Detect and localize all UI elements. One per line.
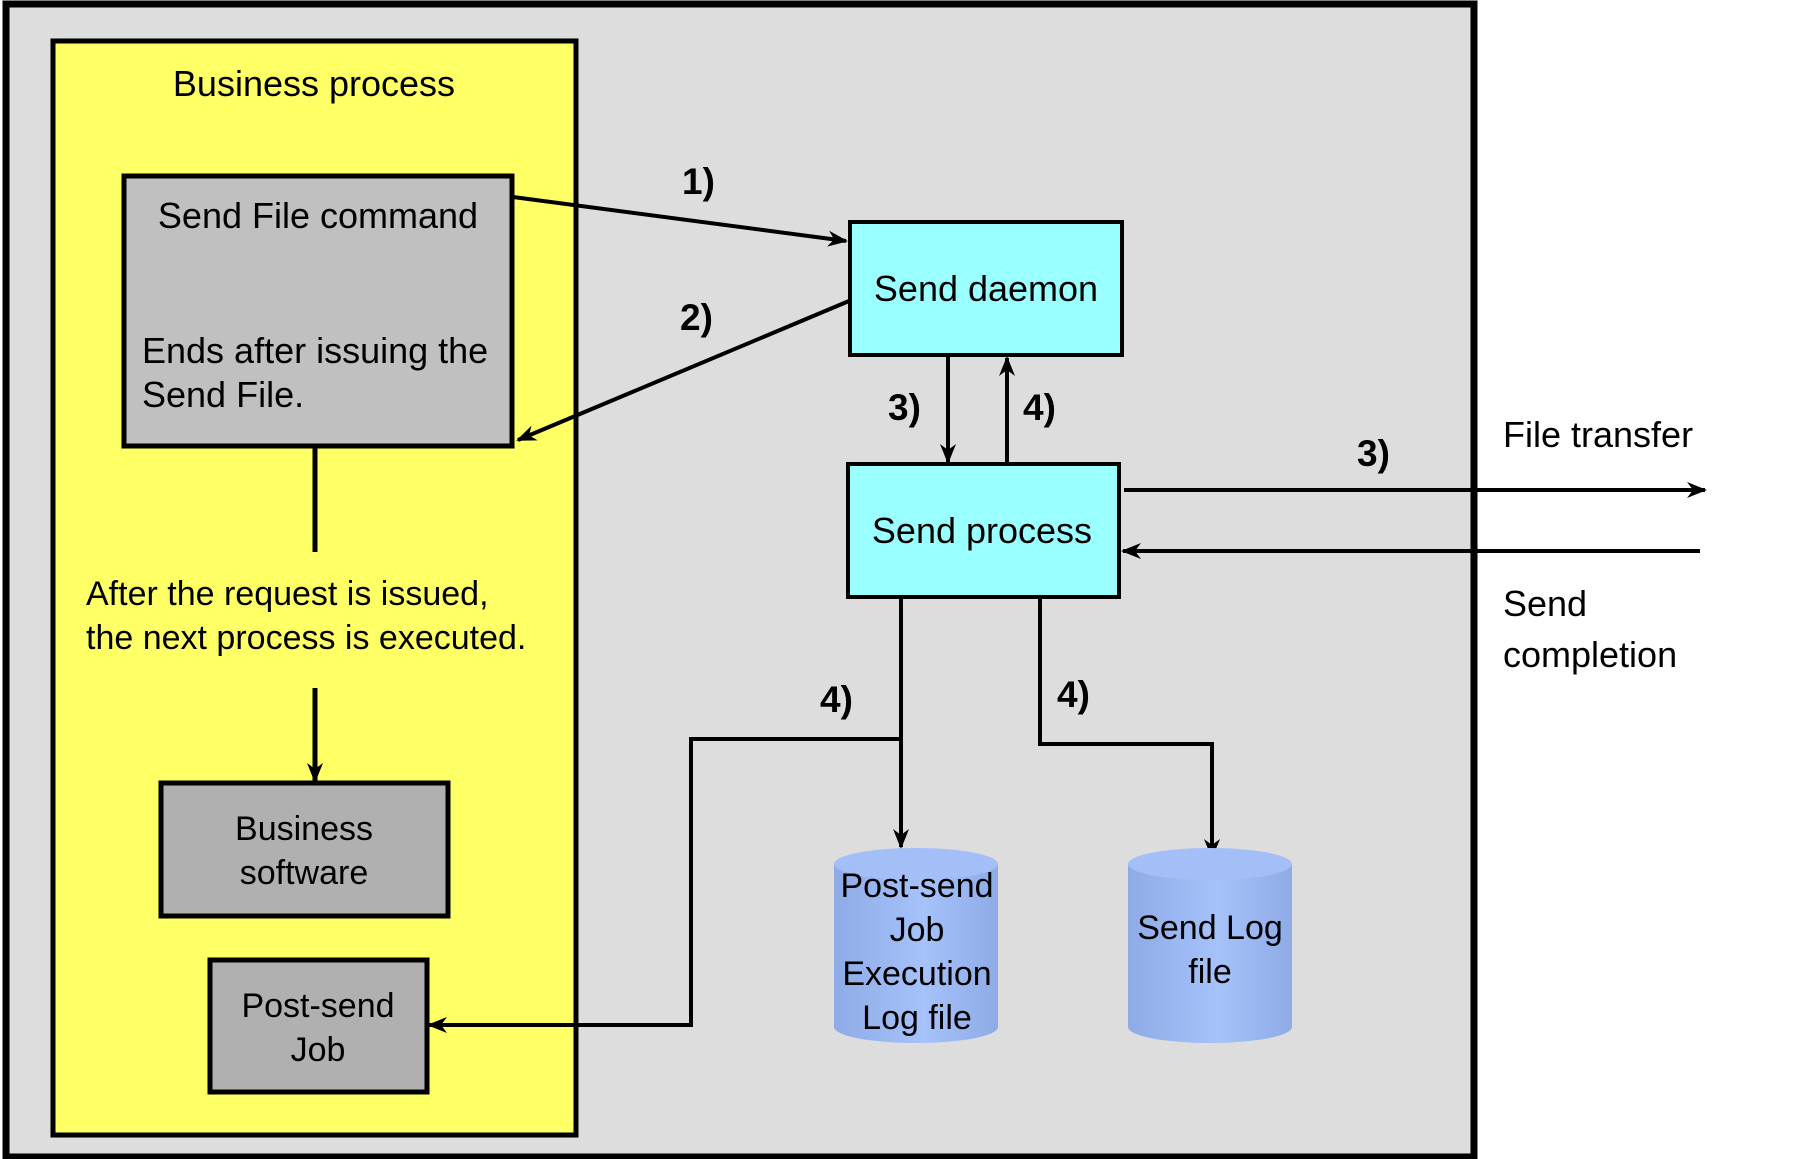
business-note-line1: After the request is issued, [86,575,489,613]
step3-down-label: 3) [888,387,921,428]
arrow-step4-to-send-log [1038,599,1220,859]
business-software-line2: software [240,854,369,892]
send-completion-line1: Send [1503,583,1587,624]
send-process-box[interactable]: Send process [846,462,1121,599]
business-note-line2: the next process is executed. [86,619,526,657]
send-file-command-box[interactable]: Send File command Ends after issuing the… [121,173,515,449]
send-completion-line2: completion [1503,634,1677,675]
post-send-job-line2: Job [291,1031,346,1069]
send-process-label: Send process [872,510,1092,551]
send-file-command-note-line1: Ends after issuing the [142,330,488,371]
step4-sendlog-label: 4) [1057,674,1090,715]
business-software-box[interactable]: Business software [158,780,451,919]
send-log-cylinder[interactable]: Send Log file [1128,848,1292,1043]
post-send-log-line4: Log file [862,999,972,1037]
post-send-job-log-cylinder[interactable]: Post-send Job Execution Log file [834,848,998,1043]
post-send-job-line1: Post-send [241,987,394,1025]
business-software-line1: Business [235,810,373,848]
post-send-log-line3: Execution [842,955,991,993]
post-send-log-line2: Job [890,911,945,949]
arrow-step4-to-post-send-job [427,737,899,1033]
step3-transfer-label: 3) [1357,433,1390,474]
send-daemon-box[interactable]: Send daemon [848,220,1124,357]
send-daemon-label: Send daemon [874,268,1098,309]
step2-label: 2) [680,297,713,338]
send-log-line1: Send Log [1137,909,1283,947]
arrow-step1-request [512,195,848,247]
post-send-job-box[interactable]: Post-send Job [207,957,430,1095]
step1-label: 1) [682,161,715,202]
send-log-line2: file [1188,953,1231,991]
send-file-command-note-line2: Send File. [142,374,304,415]
business-process-title: Business process [173,63,455,104]
post-send-log-line1: Post-send [840,867,993,905]
send-file-command-title: Send File command [158,195,478,236]
arrow-step2-response [516,299,850,442]
step4-joblog-label: 4) [820,679,853,720]
file-transfer-label: File transfer [1503,414,1693,455]
step4-up-label: 4) [1023,387,1056,428]
